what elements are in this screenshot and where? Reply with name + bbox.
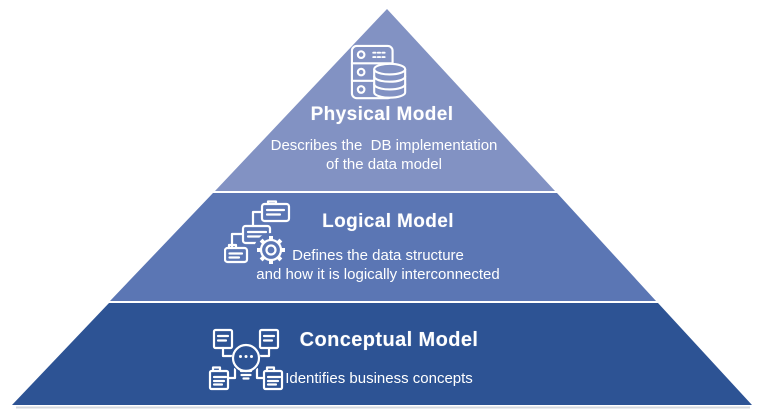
physical-description-line-1: Describes the DB implementation (270, 137, 498, 154)
logical-level-description: Defines the data structure and how it is… (256, 246, 499, 284)
logical-level-title: Logical Model (322, 211, 454, 232)
logical-description-line-2: and how it is logically interconnected (256, 266, 500, 283)
conceptual-description-line-1: Identifies business concepts (285, 370, 473, 387)
physical-level-description: Describes the DB implementation of the d… (271, 136, 498, 174)
pyramid-band-physical (215, 9, 555, 191)
data-structure-gear-icon (224, 200, 291, 267)
pyramid-band-conceptual (12, 303, 752, 405)
conceptual-level-description: Identifies business concepts (285, 369, 473, 388)
logical-description-line-1: Defines the data structure (292, 247, 464, 264)
lightbulb-concepts-icon (208, 328, 284, 391)
physical-description-line-2: of the data model (326, 156, 442, 173)
physical-level-title: Physical Model (310, 104, 454, 125)
server-database-icon (350, 44, 407, 100)
conceptual-level-title: Conceptual Model (299, 329, 479, 351)
lightbulb-backing (231, 344, 261, 374)
pyramid-band-logical (110, 193, 656, 301)
